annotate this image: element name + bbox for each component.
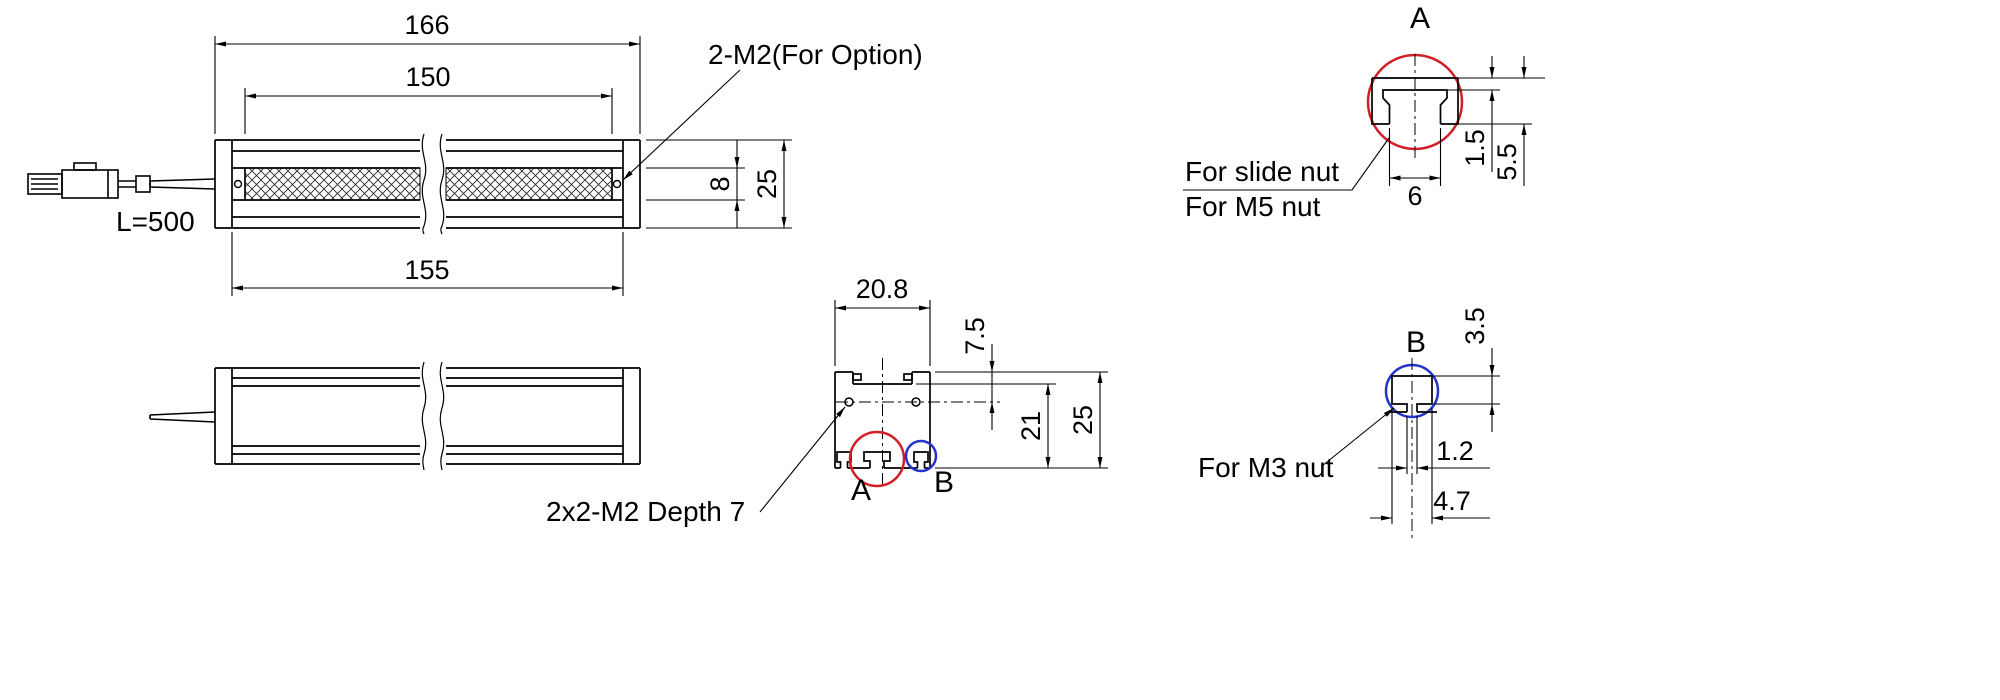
dim-4-7-value: 4.7 bbox=[1433, 486, 1471, 516]
dim-166-value: 166 bbox=[404, 10, 449, 40]
dim-3-5 bbox=[1434, 348, 1500, 432]
main-side-view: L=500 166 150 155 8 bbox=[27, 10, 923, 296]
break-lines-bottom bbox=[421, 361, 445, 471]
dim-7-5-value: 7.5 bbox=[960, 317, 990, 355]
cross-section-view: 20.8 7.5 21 25 A B 2x2-M2 Depth 7 bbox=[546, 274, 1108, 527]
dim-6-value: 6 bbox=[1407, 181, 1422, 211]
dim-150 bbox=[244, 88, 613, 134]
dim-21 bbox=[916, 383, 1056, 468]
detail-b-view: B 3.5 1.2 4.7 For M3 nut bbox=[1198, 307, 1500, 540]
dim-25-section-value: 25 bbox=[1068, 405, 1098, 435]
bottom-view bbox=[149, 361, 641, 471]
dim-166 bbox=[214, 36, 641, 134]
detail-a-view: A 6 1.5 5.5 For slide nut For M5 bbox=[1183, 2, 1545, 222]
dim-7-5 bbox=[935, 344, 1108, 430]
break-lines-main bbox=[421, 133, 445, 235]
detail-a-note-1: For slide nut bbox=[1185, 156, 1339, 187]
section-centerlines bbox=[836, 358, 1000, 486]
cable-and-connector bbox=[27, 162, 216, 199]
dim-3-5-value: 3.5 bbox=[1460, 307, 1490, 345]
detail-b-marker-circle bbox=[904, 439, 938, 473]
detail-a-note-leader bbox=[1183, 137, 1390, 191]
dim-150-value: 150 bbox=[405, 62, 450, 92]
dim-20-8-value: 20.8 bbox=[856, 274, 909, 304]
dim-25-main bbox=[646, 139, 792, 229]
callout-m2-depth-text: 2x2-M2 Depth 7 bbox=[546, 496, 745, 527]
dim-1-2 bbox=[1378, 416, 1490, 474]
dim-8 bbox=[646, 140, 745, 228]
dim-155 bbox=[231, 232, 624, 296]
callout-m2-depth-leader bbox=[759, 406, 846, 513]
dim-155-value: 155 bbox=[404, 255, 449, 285]
detail-a-title: A bbox=[1410, 2, 1430, 35]
cable-length-label: L=500 bbox=[116, 206, 195, 237]
dim-25-main-value: 25 bbox=[752, 169, 782, 199]
dim-21-value: 21 bbox=[1016, 411, 1046, 441]
dim-25-section bbox=[935, 372, 1108, 469]
callout-m2-leader bbox=[622, 69, 741, 181]
led-window-hatch-left bbox=[244, 167, 421, 201]
detail-b-title: B bbox=[1406, 326, 1426, 359]
option-hole-right bbox=[612, 179, 622, 189]
detail-a-note-2: For M5 nut bbox=[1185, 191, 1321, 222]
dim-1-5-value: 1.5 bbox=[1460, 129, 1490, 167]
dim-5-5-value: 5.5 bbox=[1492, 143, 1522, 181]
dim-20-8 bbox=[834, 300, 931, 366]
detail-b-note-leader bbox=[1321, 407, 1395, 467]
detail-b-marker-label: B bbox=[934, 466, 954, 499]
dim-8-value: 8 bbox=[705, 176, 735, 191]
detail-a-marker-circle bbox=[848, 430, 906, 488]
dim-5-5 bbox=[1458, 56, 1532, 186]
cable-stub bbox=[149, 411, 216, 423]
dim-6 bbox=[1388, 128, 1442, 186]
led-window-hatch-right bbox=[445, 167, 613, 201]
dim-1-5 bbox=[1447, 56, 1545, 172]
callout-m2-text: 2-M2(For Option) bbox=[708, 39, 923, 70]
dim-1-2-value: 1.2 bbox=[1436, 436, 1474, 466]
detail-b-note: For M3 nut bbox=[1198, 452, 1334, 483]
option-hole-left bbox=[233, 179, 243, 189]
detail-a-marker-label: A bbox=[851, 474, 871, 507]
dim-4-7 bbox=[1370, 408, 1490, 524]
bottom-body-outline bbox=[214, 367, 641, 465]
